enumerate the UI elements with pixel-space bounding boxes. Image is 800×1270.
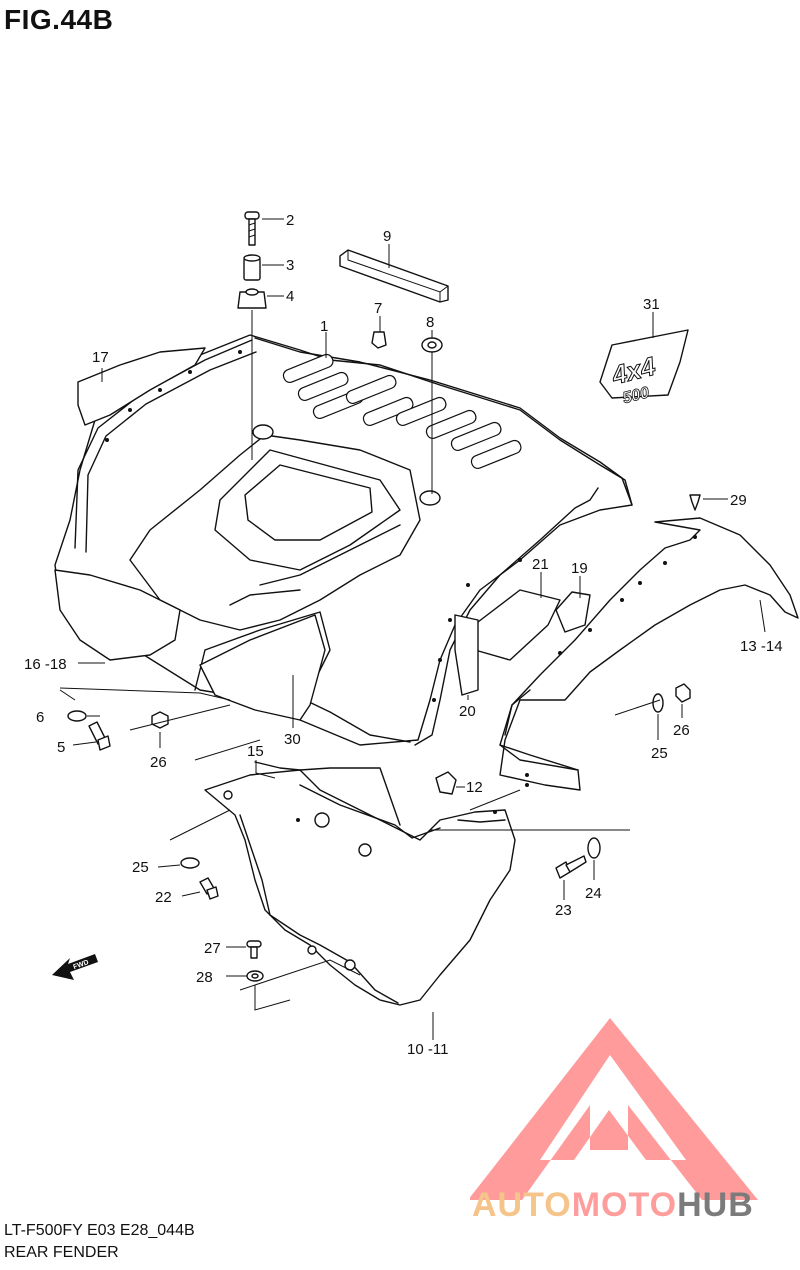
mud-guard-10-11 (204, 769, 516, 1006)
watermark-text: AUTOMOTOHUB (472, 1186, 754, 1225)
callout-15: 15 (247, 743, 264, 760)
callout-31: 31 (643, 296, 660, 313)
callout-27: 27 (204, 940, 221, 957)
callout-25-left: 25 (132, 859, 149, 876)
trim-strip-15 (254, 761, 401, 826)
right-fender-13-14 (499, 517, 799, 791)
leader-lines (59, 218, 766, 1040)
emblem-sub-text: 500 (621, 384, 651, 407)
washer-24 (587, 837, 601, 859)
callout-12: 12 (466, 779, 483, 796)
emblem-31: 4x4 500 (599, 329, 689, 408)
nut-26-left (151, 711, 169, 729)
cushion-4 (237, 288, 267, 309)
callout-24: 24 (585, 885, 602, 902)
watermark-hub: HUB (677, 1186, 754, 1224)
callout-26-left: 26 (150, 754, 167, 771)
callout-16-18: 16 -18 (24, 656, 67, 673)
watermark-moto: MOTO (571, 1186, 678, 1224)
fwd-label: FWD (72, 959, 89, 971)
fwd-direction-arrow: FWD (52, 954, 98, 980)
figure-footer: LT-F500FY E03 E28_044B REAR FENDER (4, 1220, 195, 1264)
callout-5: 5 (57, 739, 65, 756)
watermark-triangle-icon (470, 1018, 758, 1200)
callout-6: 6 (36, 709, 44, 726)
callout-2: 2 (286, 212, 294, 229)
bracket-20 (454, 614, 479, 696)
bolt-22 (199, 877, 219, 900)
callout-13-14: 13 -14 (740, 638, 783, 655)
callout-1: 1 (320, 318, 328, 335)
rack-slats (282, 353, 522, 470)
screw-27 (246, 940, 262, 959)
callout-23: 23 (555, 902, 572, 919)
callout-numbers: 2 3 4 9 7 8 1 17 31 29 21 19 16 -18 13 -… (24, 212, 783, 1058)
nut-28 (246, 970, 264, 982)
bracket-19 (555, 591, 591, 633)
callout-22: 22 (155, 889, 172, 906)
figure-title: FIG.44B (4, 4, 114, 35)
clamp-12 (435, 771, 457, 795)
watermark-auto: AUTO (472, 1186, 572, 1224)
left-cover-16-18 (54, 569, 181, 661)
callout-17: 17 (92, 349, 109, 366)
bolt-5 (88, 721, 111, 751)
callout-3: 3 (286, 257, 294, 274)
clip-7 (371, 331, 387, 349)
nut-26-right (675, 683, 691, 703)
watermark-logo (470, 1018, 758, 1200)
bracket-21 (474, 589, 561, 661)
callout-21: 21 (532, 556, 549, 573)
callout-10-11: 10 -11 (407, 1041, 448, 1058)
callout-4: 4 (286, 288, 294, 305)
callout-7: 7 (374, 300, 382, 317)
callout-19: 19 (571, 560, 588, 577)
callout-8: 8 (426, 314, 434, 331)
side-flap-17 (77, 347, 206, 426)
rivet-29 (689, 494, 701, 511)
bolt-2 (244, 211, 260, 246)
section-name: REAR FENDER (4, 1244, 119, 1261)
callout-26-right: 26 (673, 722, 690, 739)
callout-25-right: 25 (651, 745, 668, 762)
washer-25-right (652, 693, 664, 713)
callout-29: 29 (730, 492, 747, 509)
bolt-23 (555, 855, 587, 879)
collar-3 (243, 254, 261, 281)
washer-25-left (180, 857, 200, 869)
washer-6 (67, 710, 87, 722)
model-code: LT-F500FY E03 E28_044B (4, 1222, 195, 1239)
callout-28: 28 (196, 969, 213, 986)
callout-9: 9 (383, 228, 391, 245)
callout-30: 30 (284, 731, 301, 748)
callout-20: 20 (459, 703, 476, 720)
